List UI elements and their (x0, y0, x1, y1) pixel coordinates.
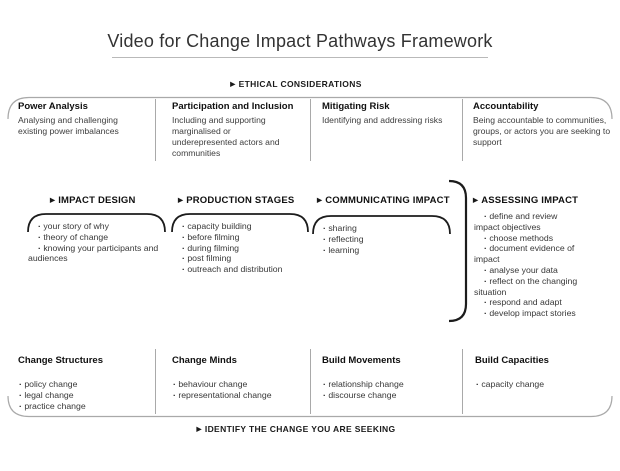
stage-header-assessing-impact: ▶ASSESSING IMPACT (473, 195, 578, 206)
stage-header-communicating-impact: ▶COMMUNICATING IMPACT (317, 195, 450, 206)
stage-header-text: IMPACT DESIGN (58, 195, 136, 206)
list-item: discourse change (322, 390, 458, 401)
list-item: practice change (18, 401, 158, 412)
stage-header-production-stages: ▶PRODUCTION STAGES (178, 195, 294, 206)
ethical-col-participation: Participation and Inclusion Including an… (172, 101, 298, 159)
list-item: reflecting (313, 234, 445, 245)
list-item: behaviour change (172, 379, 312, 390)
stage-header-text: ASSESSING IMPACT (481, 195, 579, 206)
stage-header-text: PRODUCTION STAGES (186, 195, 295, 206)
identify-band-label: ▶IDENTIFY THE CHANGE YOU ARE SEEKING (0, 424, 592, 434)
list-item: post filming (172, 253, 312, 264)
arrow-right-icon: ▶ (473, 197, 479, 204)
impact-design-list: your story of whytheory of changeknowing… (28, 221, 170, 264)
ethical-band-label: ▶ETHICAL CONSIDERATIONS (0, 79, 592, 89)
list-item: document evidence of impact (474, 243, 584, 265)
col-title: Change Structures (18, 355, 103, 366)
stage-header-text: COMMUNICATING IMPACT (325, 195, 450, 206)
list-item: relationship change (322, 379, 458, 390)
ethical-col-accountability: Accountability Being accountable to comm… (473, 101, 613, 148)
change-minds-list: behaviour changerepresentational change (172, 379, 312, 401)
arrow-right-icon: ▶ (196, 426, 202, 433)
list-item: policy change (18, 379, 158, 390)
title-underline (112, 57, 488, 58)
list-item: sharing (313, 223, 445, 234)
list-item: your story of why (28, 221, 170, 232)
list-item: outreach and distribution (172, 264, 312, 275)
list-item: capacity building (172, 221, 312, 232)
col-desc: Identifying and addressing risks (322, 115, 443, 125)
list-item: develop impact stories (474, 308, 584, 319)
build-capacities-list: capacity change (475, 379, 605, 390)
col-desc: Being accountable to communities, groups… (473, 115, 611, 147)
col-desc: Including and supporting marginalised or… (172, 115, 280, 158)
assessing-impact-list: define and review impact objectiveschoos… (474, 211, 584, 319)
ethical-col-mitigating-risk: Mitigating Risk Identifying and addressi… (322, 101, 456, 126)
list-item: representational change (172, 390, 312, 401)
assessing-bracket (448, 179, 468, 323)
col-desc: Analysing and challenging existing power… (18, 115, 119, 136)
list-item: theory of change (28, 232, 170, 243)
change-col-movements: Build Movements relationship changedisco… (322, 355, 458, 401)
list-item: capacity change (475, 379, 605, 390)
list-item: choose methods (474, 233, 584, 244)
change-col-structures: Change Structures policy changelegal cha… (18, 355, 158, 411)
col-title: Participation and Inclusion (172, 101, 294, 112)
arrow-right-icon: ▶ (50, 197, 56, 204)
production-stages-list: capacity buildingbefore filmingduring fi… (172, 221, 312, 275)
identify-band-text: IDENTIFY THE CHANGE YOU ARE SEEKING (204, 424, 396, 434)
change-structures-list: policy changelegal changepractice change (18, 379, 158, 411)
list-item: legal change (18, 390, 158, 401)
list-item: analyse your data (474, 265, 584, 276)
list-item: during filming (172, 243, 312, 254)
arrow-right-icon: ▶ (317, 197, 323, 204)
ethical-col-power-analysis: Power Analysis Analysing and challenging… (18, 101, 136, 137)
list-item: define and review impact objectives (474, 211, 584, 233)
list-item: before filming (172, 232, 312, 243)
col-title: Change Minds (172, 355, 237, 366)
col-title: Build Capacities (475, 355, 549, 366)
build-movements-list: relationship changediscourse change (322, 379, 458, 401)
ethical-band-text: ETHICAL CONSIDERATIONS (238, 79, 362, 89)
list-item: knowing your participants and audiences (28, 243, 170, 265)
col-title: Mitigating Risk (322, 101, 390, 112)
col-title: Build Movements (322, 355, 401, 366)
change-col-capacities: Build Capacities capacity change (475, 355, 605, 390)
page-title: Video for Change Impact Pathways Framewo… (107, 31, 493, 51)
arrow-right-icon: ▶ (178, 197, 184, 204)
list-item: respond and adapt (474, 297, 584, 308)
stage-header-impact-design: ▶IMPACT DESIGN (50, 195, 136, 206)
communicating-impact-list: sharingreflectinglearning (313, 223, 445, 255)
list-item: learning (313, 245, 445, 256)
arrow-right-icon: ▶ (230, 81, 236, 88)
change-col-minds: Change Minds behaviour changerepresentat… (172, 355, 312, 401)
list-item: reflect on the changing situation (474, 276, 584, 298)
col-title: Power Analysis (18, 101, 88, 112)
col-title: Accountability (473, 101, 539, 112)
